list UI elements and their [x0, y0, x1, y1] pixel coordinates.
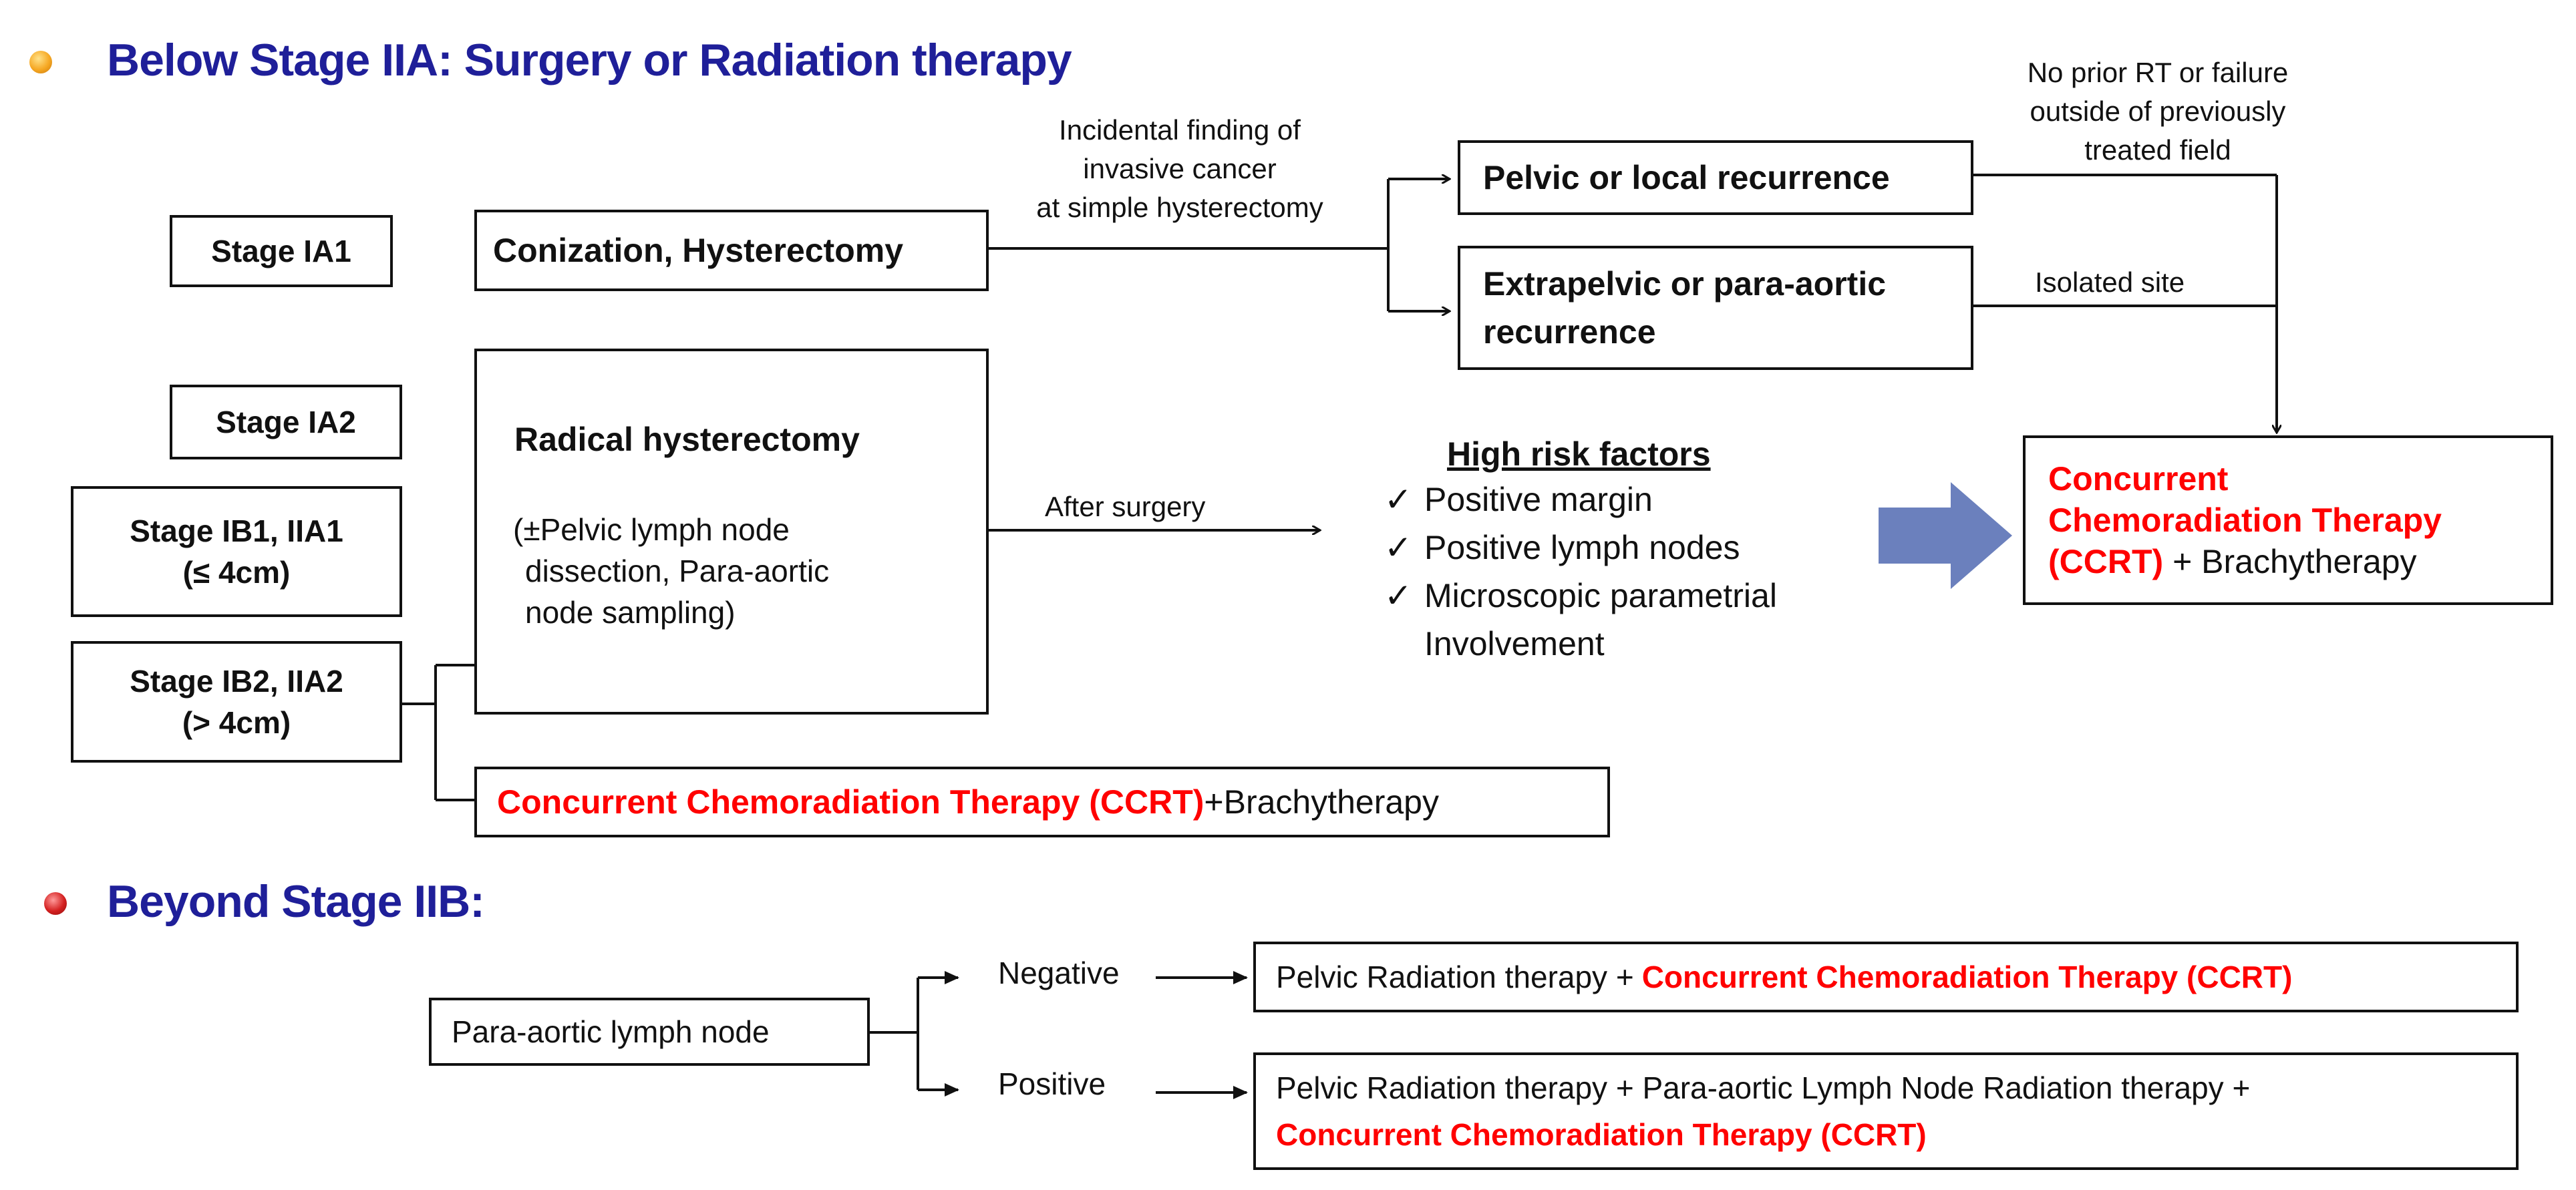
- ccrt-line2: Chemoradiation Therapy: [2048, 502, 2442, 539]
- high-risk-item-3: ✓ Microscopic parametrial: [1384, 576, 1777, 616]
- stage-ib1-box: Stage IB1, IIA1 (≤ 4cm): [71, 486, 402, 617]
- neg-result-black: Pelvic Radiation therapy +: [1276, 960, 1634, 994]
- incidental-finding-label: Incidental finding of invasive cancer at…: [999, 111, 1360, 227]
- no-prior-rt-line1: No prior RT or failure: [2027, 57, 2289, 88]
- checkmark-icon: ✓: [1384, 529, 1412, 566]
- conization-label: Conization, Hysterectomy: [493, 232, 904, 269]
- isolated-site-label: Isolated site: [2035, 266, 2185, 298]
- incidental-line3: at simple hysterectomy: [1036, 192, 1323, 223]
- no-prior-rt-line2: outside of previously: [2030, 95, 2286, 127]
- high-risk-item-1-label: Positive margin: [1424, 481, 1653, 518]
- stage-ia2-label: Stage IA2: [216, 405, 356, 439]
- incidental-line1: Incidental finding of: [1059, 114, 1301, 146]
- stage-ib1-label: Stage IB1, IIA1: [130, 514, 343, 548]
- conization-box: Conization, Hysterectomy: [474, 210, 989, 291]
- high-risk-title: High risk factors: [1447, 435, 1711, 473]
- stage-ia1-box: Stage IA1: [170, 215, 393, 287]
- ccrt-bottom-red: Concurrent Chemoradiation Therapy (CCRT): [497, 783, 1204, 821]
- no-prior-rt-label: No prior RT or failure outside of previo…: [1977, 53, 2338, 170]
- ccrt-bottom-black: +Brachytherapy: [1204, 783, 1439, 821]
- no-prior-rt-line3: treated field: [2084, 134, 2231, 166]
- high-risk-item-3-cont: Involvement: [1424, 625, 1605, 662]
- red-bullet-icon: [44, 892, 67, 915]
- radical-hysterectomy-box: [474, 349, 989, 715]
- stage-ia2-box: Stage IA2: [170, 385, 402, 459]
- section1-title: Below Stage IIA: Surgery or Radiation th…: [107, 35, 1072, 85]
- high-risk-item-2-label: Positive lymph nodes: [1424, 529, 1740, 566]
- positive-label: Positive: [998, 1066, 1106, 1101]
- checkmark-icon: ✓: [1384, 481, 1412, 518]
- extrapelvic-box: Extrapelvic or para-aortic recurrence: [1458, 246, 1973, 370]
- radical-line3: node sampling): [525, 595, 736, 630]
- big-blue-arrow: [1879, 482, 2012, 589]
- orange-bullet-icon: [29, 51, 52, 73]
- high-risk-item-2: ✓ Positive lymph nodes: [1384, 528, 1740, 568]
- para-aortic-box: Para-aortic lymph node: [429, 998, 870, 1066]
- extrapelvic-line2: recurrence: [1483, 313, 1656, 351]
- negative-label: Negative: [998, 956, 1120, 990]
- ccrt-abbrev: (CCRT): [2048, 543, 2164, 580]
- stage-ib2-size: (> 4cm): [182, 705, 291, 740]
- radical-line1: (±Pelvic lymph node: [513, 512, 790, 547]
- pos-result-line1: Pelvic Radiation therapy + Para-aortic L…: [1276, 1070, 2251, 1105]
- radical-title: Radical hysterectomy: [514, 421, 860, 458]
- section2-title: Beyond Stage IIB:: [107, 876, 485, 927]
- positive-result-box: Pelvic Radiation therapy + Para-aortic L…: [1253, 1052, 2519, 1170]
- pelvic-recurrence-box: Pelvic or local recurrence: [1458, 140, 1973, 215]
- after-surgery-label: After surgery: [1045, 491, 1206, 522]
- checkmark-icon: ✓: [1384, 577, 1412, 614]
- pos-result-line2: Concurrent Chemoradiation Therapy (CCRT): [1276, 1117, 1927, 1152]
- neg-result-red: Concurrent Chemoradiation Therapy (CCRT): [1641, 960, 2293, 994]
- ccrt-brachy: + Brachytherapy: [2163, 543, 2417, 580]
- stage-ib2-box: Stage IB2, IIA2 (> 4cm): [71, 641, 402, 763]
- high-risk-item-1: ✓ Positive margin: [1384, 479, 1653, 520]
- ccrt-line3: (CCRT) + Brachytherapy: [2048, 541, 2417, 582]
- stage-ib2-label: Stage IB2, IIA2: [130, 664, 343, 699]
- incidental-line2: invasive cancer: [1083, 153, 1277, 184]
- high-risk-item-3-label: Microscopic parametrial: [1424, 577, 1777, 614]
- ccrt-bottom-box: Concurrent Chemoradiation Therapy (CCRT)…: [474, 767, 1610, 837]
- pelvic-recurrence-label: Pelvic or local recurrence: [1483, 159, 1890, 196]
- extrapelvic-line1: Extrapelvic or para-aortic: [1483, 265, 1887, 303]
- negative-result-box: Pelvic Radiation therapy + Concurrent Ch…: [1253, 942, 2519, 1012]
- radical-line2: dissection, Para-aortic: [525, 554, 830, 588]
- para-aortic-label: Para-aortic lymph node: [452, 1014, 770, 1049]
- stage-ib1-size: (≤ 4cm): [182, 555, 291, 590]
- stage-ia1-label: Stage IA1: [211, 234, 351, 268]
- ccrt-result-box: Concurrent Chemoradiation Therapy (CCRT)…: [2023, 435, 2553, 605]
- ccrt-line1: Concurrent: [2048, 460, 2229, 498]
